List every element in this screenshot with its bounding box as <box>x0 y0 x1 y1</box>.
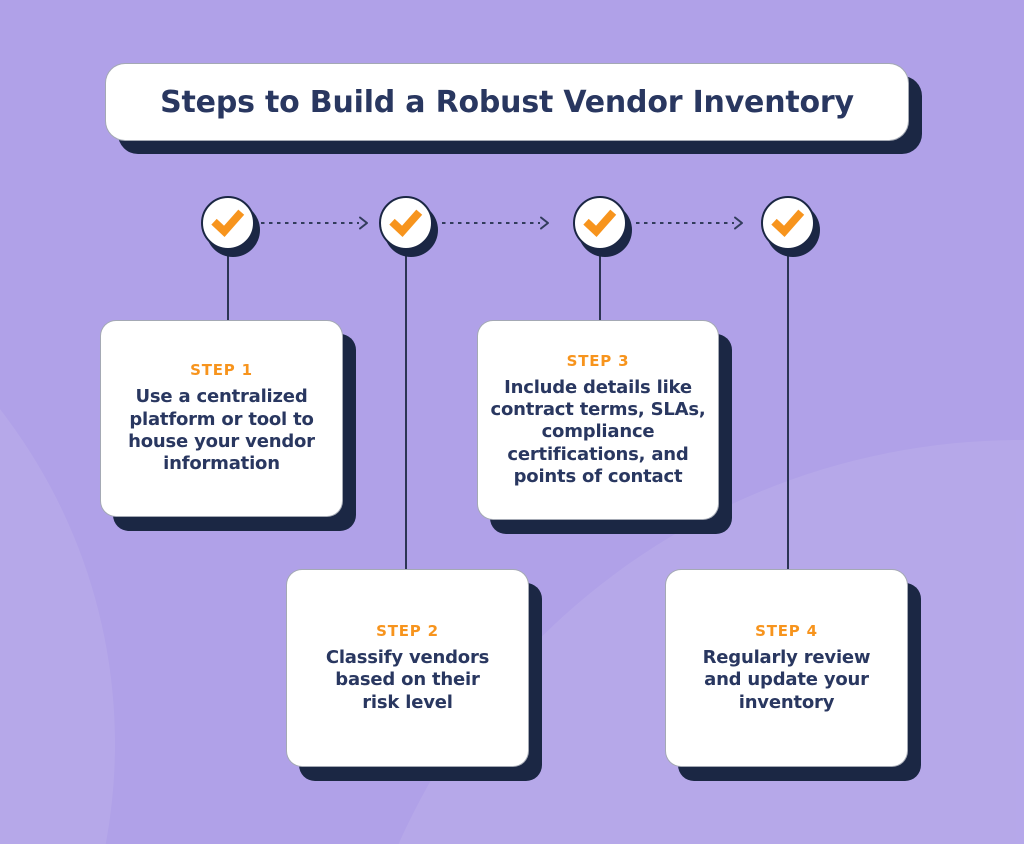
dashed-arrow-icon <box>636 216 743 230</box>
step-label: STEP 4 <box>755 622 818 641</box>
step-label: STEP 2 <box>376 622 439 641</box>
timeline-checkpoint-2 <box>379 196 433 250</box>
check-icon <box>771 209 805 237</box>
step-card-2: STEP 2 Classify vendors based on their r… <box>286 569 529 767</box>
check-icon <box>211 209 245 237</box>
connector-line <box>405 250 407 570</box>
step-text: Classify vendors based on their risk lev… <box>325 647 490 713</box>
check-icon <box>583 209 617 237</box>
dashed-arrow-icon <box>261 216 368 230</box>
title-banner: Steps to Build a Robust Vendor Inventory <box>105 63 909 141</box>
step-text: Use a centralized platform or tool to ho… <box>128 386 315 475</box>
step-card-4: STEP 4 Regularly review and update your … <box>665 569 908 767</box>
page-title: Steps to Build a Robust Vendor Inventory <box>160 84 854 120</box>
connector-line <box>599 250 601 321</box>
check-icon <box>389 209 423 237</box>
dashed-arrow-icon <box>442 216 549 230</box>
timeline-checkpoint-1 <box>201 196 255 250</box>
connector-line <box>787 250 789 570</box>
step-label: STEP 3 <box>566 351 630 370</box>
timeline-checkpoint-4 <box>761 196 815 250</box>
step-text: Include details like contract terms, SLA… <box>490 376 706 487</box>
step-label: STEP 1 <box>190 361 253 380</box>
step-card-3: STEP 3 Include details like contract ter… <box>477 320 719 520</box>
step-card-1: STEP 1 Use a centralized platform or too… <box>100 320 343 517</box>
background-circle <box>0 199 115 844</box>
timeline-checkpoint-3 <box>573 196 627 250</box>
connector-line <box>227 250 229 321</box>
step-text: Regularly review and update your invento… <box>702 647 871 713</box>
